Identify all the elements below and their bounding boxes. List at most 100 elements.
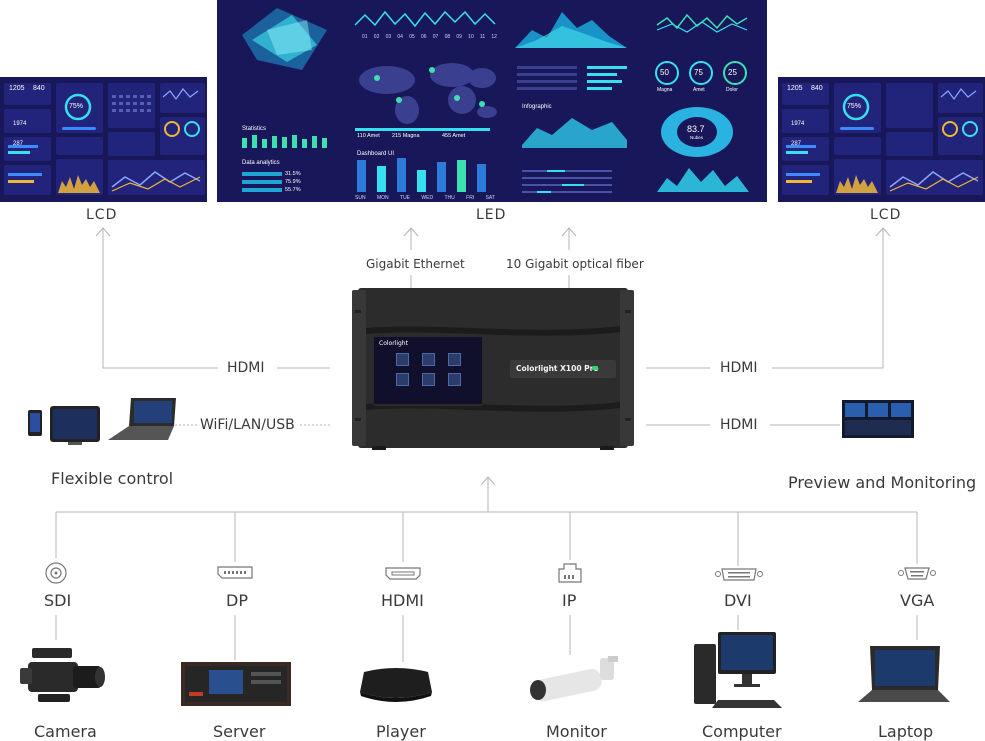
led-month-tick: 04: [397, 34, 403, 40]
source-label-monitor: Monitor: [546, 722, 607, 741]
led-infographic-label: Infographic: [522, 104, 552, 110]
media-player-icon: [360, 668, 432, 702]
led-month-tick: 10: [468, 34, 474, 40]
hdmi-preview-label: HDMI: [720, 417, 758, 433]
led-pct-a: 31.5%: [285, 171, 301, 177]
displayport-icon: [217, 566, 253, 579]
lcd-down-value: 287: [13, 141, 24, 147]
x100-pro-controller: [352, 288, 634, 450]
flexible-control-label: Flexible control: [51, 469, 174, 488]
lcd-left-label: LCD: [86, 207, 118, 223]
led-pct-c: 55.7%: [285, 187, 301, 193]
lcd-stat-b: 840: [33, 85, 45, 92]
led-statistics-label: Statistics: [242, 126, 267, 132]
led-label: LED: [476, 207, 507, 223]
led-gauge-a-label: Magna: [657, 87, 673, 93]
hdmi-output-right-label: HDMI: [720, 360, 758, 376]
led-month-tick: 09: [456, 34, 462, 40]
desktop-computer-icon: [694, 632, 782, 708]
port-label-sdi: SDI: [44, 591, 72, 610]
led-day-tick: FRI: [466, 195, 475, 201]
lcd-dashboard-graphics-right: [782, 83, 983, 195]
led-stat-c: 455 Amet: [442, 133, 466, 139]
lcd-dashboard-graphics: [4, 83, 205, 195]
status-led-icon: [592, 366, 598, 370]
port-label-ip: IP: [562, 591, 577, 610]
lcd-up-value: 1974: [791, 121, 805, 127]
source-label-computer: Computer: [702, 722, 782, 741]
lcd-percent: 75%: [847, 103, 862, 110]
lcd-percent: 75%: [69, 103, 84, 110]
led-big-unit: Nubes: [690, 135, 704, 140]
led-analytics-label: Data analytics: [242, 160, 280, 166]
ip-camera-icon: [530, 656, 618, 702]
led-gauge-a: 50: [660, 68, 669, 77]
source-label-camera: Camera: [34, 722, 97, 741]
led-day-tick: WED: [421, 195, 434, 201]
lcd-stat-a: 1205: [9, 85, 25, 92]
wifi-lan-usb-label: WiFi/LAN/USB: [200, 417, 295, 433]
source-label-player: Player: [376, 722, 426, 741]
preview-monitoring-label: Preview and Monitoring: [788, 473, 977, 492]
led-month-tick: 05: [409, 34, 415, 40]
laptop-icon: [858, 646, 950, 702]
source-label-laptop: Laptop: [878, 722, 934, 741]
led-gauge-b-label: Amet: [693, 87, 705, 93]
led-day-tick: MON: [376, 195, 389, 201]
menu-tile: [422, 373, 435, 386]
dvi-port-icon: [715, 568, 763, 581]
led-month-tick: 08: [444, 34, 451, 40]
lcd-down-value: 287: [791, 141, 802, 147]
gigabit-ethernet-label: Gigabit Ethernet: [366, 257, 465, 271]
lcd-stat-a: 1205: [787, 85, 803, 92]
led-month-axis: 01 02 03 04 05 06 07 08 09 10 11 12: [362, 34, 497, 40]
brand-label: Colorlight: [379, 340, 408, 347]
led-screen: Statistics Data analytics 31.5% 75.9% 55…: [217, 0, 767, 202]
model-badge: Colorlight X100 Pro: [510, 360, 616, 378]
lcd-stat-b: 840: [811, 85, 823, 92]
port-label-dvi: DVI: [724, 591, 752, 610]
vga-port-icon: [898, 567, 936, 580]
led-month-tick: 03: [385, 34, 392, 40]
led-stat-a: 110 Amet: [357, 133, 380, 139]
optical-fiber-label: 10 Gigabit optical fiber: [506, 257, 644, 271]
led-gauge-c-label: Dolor: [726, 87, 738, 93]
port-label-vga: VGA: [900, 591, 935, 610]
led-day-tick: SUN: [355, 195, 366, 201]
camera-icon: [20, 648, 105, 702]
led-month-tick: 11: [479, 34, 486, 40]
led-month-tick: 06: [420, 34, 427, 40]
led-day-tick: SAT: [485, 195, 495, 201]
port-label-dp: DP: [226, 591, 248, 610]
control-devices-icon: [28, 398, 176, 445]
lcd-right-label: LCD: [870, 207, 902, 223]
led-gauge-c: 25: [728, 68, 737, 77]
source-label-server: Server: [213, 722, 266, 741]
led-month-tick: 07: [432, 34, 439, 40]
led-dashboard-graphics: [242, 8, 749, 193]
led-gauge-b: 75: [694, 68, 703, 77]
led-day-tick: THU: [444, 195, 455, 201]
ethernet-port-icon: [558, 563, 582, 583]
menu-tile: [396, 373, 409, 386]
preview-monitor-icon: [842, 400, 914, 438]
led-month-tick: 12: [491, 34, 497, 40]
lcd-screen-left: 1205 840 75% 1974 287: [0, 77, 207, 202]
led-month-tick: 02: [373, 34, 380, 40]
controller-touchscreen: Colorlight: [372, 335, 484, 406]
led-stat-b: 215 Magna: [392, 133, 420, 139]
menu-tile: [448, 353, 461, 366]
sdi-port-icon: [45, 562, 67, 584]
menu-tile: [396, 353, 409, 366]
menu-tile: [448, 373, 461, 386]
menu-tile: [422, 353, 435, 366]
lcd-up-value: 1974: [13, 121, 27, 127]
port-label-hdmi: HDMI: [381, 591, 424, 610]
led-dashboard-label: Dashboard UI: [357, 151, 395, 157]
led-pct-b: 75.9%: [285, 179, 301, 185]
led-big-value: 83.7: [687, 124, 705, 134]
lcd-screen-right: 1205 840 75% 1974 287: [778, 77, 985, 202]
led-month-tick: 01: [362, 34, 368, 40]
